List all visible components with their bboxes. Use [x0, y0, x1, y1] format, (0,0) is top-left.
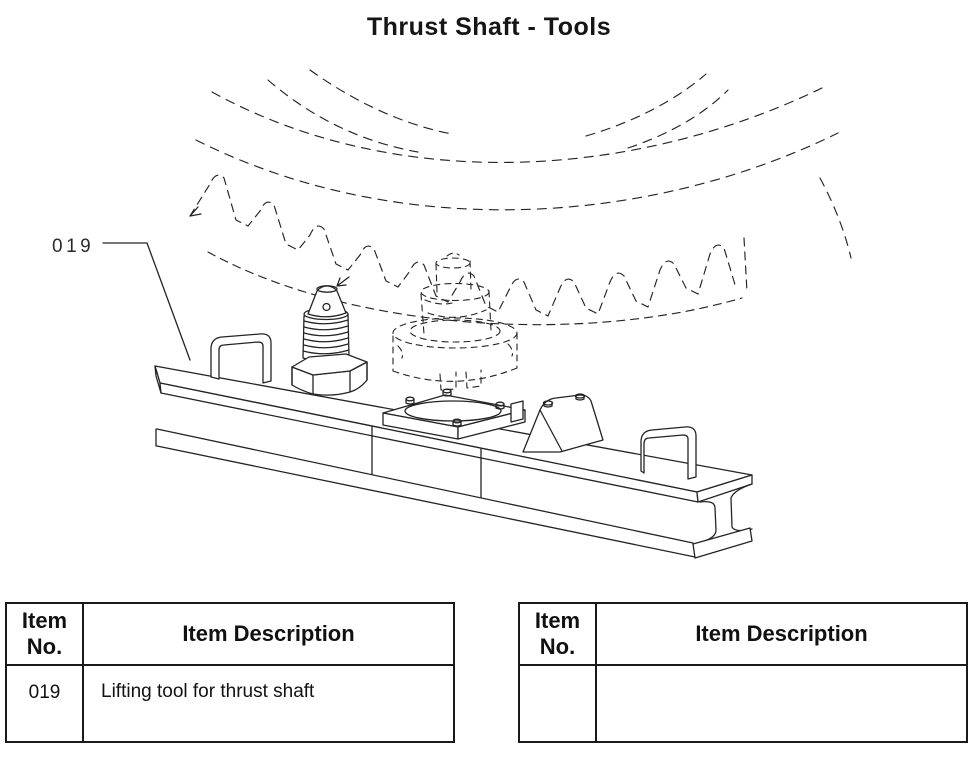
- col-header-item-no: Item No.: [7, 604, 84, 666]
- far-side-tab: [510, 400, 524, 423]
- header-item-line1: Item: [21, 608, 68, 633]
- carry-handle-right: [640, 426, 697, 480]
- col-header-item-description: Item Description: [84, 604, 453, 666]
- table-row-item-no: [520, 666, 597, 741]
- plate-bolts: [405, 388, 505, 427]
- col-header-item-no: Item No.: [520, 604, 597, 666]
- parts-table-right: Item No. Item Description: [518, 602, 968, 743]
- beam-end-web-far-edge: [730, 483, 753, 532]
- callout-label: 019: [52, 236, 94, 257]
- callout: 019: [52, 236, 191, 361]
- beam-end-web-near-edge: [699, 500, 717, 543]
- beam-bottom-flange-edges: [155, 428, 696, 558]
- lifting-beam: [154, 365, 753, 559]
- table-row-description: Lifting tool for thrust shaft: [101, 681, 315, 702]
- hex-nut: [291, 353, 368, 396]
- beam-stiffener-edges: [371, 425, 482, 498]
- gear-rim-dashed-arcs: [195, 69, 852, 259]
- table-row-item-no: 019: [7, 666, 84, 741]
- table-row-description: [597, 666, 966, 741]
- wedge-block: [522, 393, 604, 453]
- callout-leader-line: [102, 242, 191, 361]
- screw-cap: [307, 285, 347, 318]
- cap-hole: [322, 302, 331, 312]
- carry-handle-left: [210, 333, 272, 384]
- mounting-plate: [382, 388, 526, 440]
- parts-table-left: Item No. Item Description 019 Lifting to…: [5, 602, 455, 743]
- page-title: Thrust Shaft - Tools: [366, 13, 612, 41]
- header-no-line2: No.: [26, 634, 63, 659]
- jack-screw: [302, 285, 350, 362]
- header-item-line1: Item: [534, 608, 581, 633]
- header-no-line2: No.: [539, 634, 576, 659]
- wedge-bolts: [542, 393, 586, 408]
- thrust-shaft-dashed: [392, 252, 518, 391]
- col-header-item-description: Item Description: [597, 604, 966, 666]
- beam-end-bottom-flange: [692, 527, 753, 559]
- thrust-shaft-tools-illustration: 019: [52, 69, 852, 559]
- screw-threads: [302, 319, 350, 355]
- mesh-point-arrow: [336, 276, 350, 287]
- teeth-end-arrow: [189, 206, 202, 217]
- gear-teeth-dashed-outline: [189, 174, 748, 326]
